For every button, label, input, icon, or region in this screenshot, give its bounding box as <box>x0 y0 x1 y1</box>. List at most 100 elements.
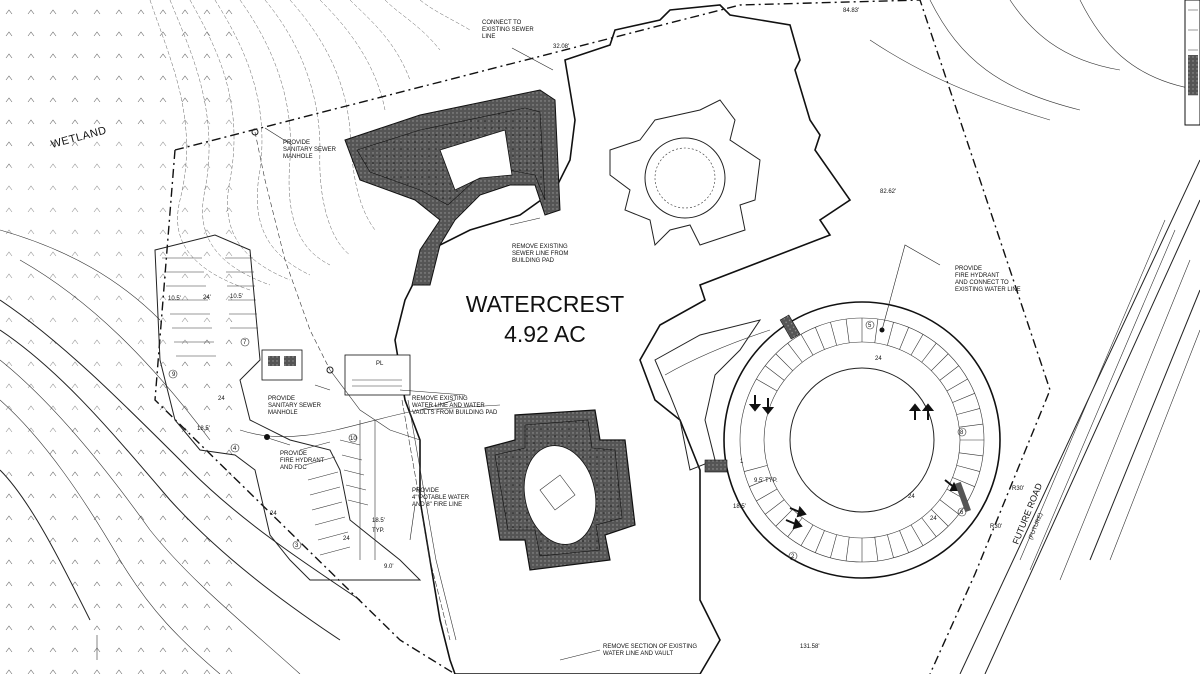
svg-text:24: 24 <box>270 511 277 517</box>
svg-text:18.5': 18.5' <box>197 426 210 432</box>
parking-stall-line <box>830 534 837 558</box>
parking-stall-line <box>756 488 778 502</box>
svg-text:PROVIDE: PROVIDE <box>412 488 439 494</box>
svg-text:WATER LINE AND WATER: WATER LINE AND WATER <box>412 403 485 409</box>
svg-text:AND 8" FIRE LINE: AND 8" FIRE LINE <box>412 502 462 508</box>
parking-stall-line <box>765 365 785 381</box>
svg-text:24: 24 <box>343 536 350 542</box>
parking-stall-line <box>939 365 959 381</box>
svg-text:9: 9 <box>172 372 176 378</box>
svg-text:REMOVE EXISTING: REMOVE EXISTING <box>512 244 568 250</box>
svg-text:24: 24 <box>930 516 937 522</box>
parking-stall-line <box>744 465 768 472</box>
traffic-arrows <box>748 395 959 530</box>
site-area: 4.92 AC <box>504 321 586 347</box>
svg-text:4: 4 <box>233 446 237 452</box>
svg-text:BUILDING PAD: BUILDING PAD <box>512 258 555 264</box>
note-remove-sewer: REMOVE EXISTING SEWER LINE FROM BUILDING… <box>512 244 568 264</box>
svg-text:MANHOLE: MANHOLE <box>283 154 313 160</box>
station-bottom-label: 131.58' <box>800 644 820 650</box>
tower-structure <box>609 99 761 247</box>
svg-text:PL: PL <box>376 361 384 367</box>
future-road <box>869 0 1200 674</box>
property-boundary <box>154 0 1051 674</box>
svg-text:CONNECT TO: CONNECT TO <box>482 20 522 26</box>
svg-text:WATER LINE AND VAULT: WATER LINE AND VAULT <box>603 651 673 657</box>
parking-stall-line <box>775 353 793 371</box>
svg-text:SANITARY SEWER: SANITARY SEWER <box>268 403 322 409</box>
site-name: WATERCREST <box>466 291 624 317</box>
svg-text:10.5': 10.5' <box>230 294 243 300</box>
parking-stall-line <box>815 530 825 553</box>
parking-stall-line <box>845 319 850 343</box>
svg-text:PROVIDE: PROVIDE <box>955 266 982 272</box>
parking-stall-line <box>956 465 980 472</box>
parking-stall-line <box>959 452 983 457</box>
parking-stall-line <box>899 530 909 553</box>
radius-label-2: R30' <box>990 524 1002 530</box>
parking-stall-line <box>800 334 814 356</box>
parking-stall-line <box>952 477 975 487</box>
svg-text:24': 24' <box>203 295 211 301</box>
stall-count-labels: 7 10 4 9 3 8 5 6 2 1 <box>172 323 964 560</box>
parking-stall-line <box>931 509 949 527</box>
svg-text:EXISTING WATER LINE: EXISTING WATER LINE <box>955 287 1021 293</box>
parking-stall-line <box>874 537 879 561</box>
svg-text:4" POTABLE WATER: 4" POTABLE WATER <box>412 495 470 501</box>
svg-text:3: 3 <box>295 543 299 549</box>
svg-text:10.5': 10.5' <box>168 296 181 302</box>
parking-stall-line <box>956 408 980 415</box>
svg-text:AND CONNECT TO: AND CONNECT TO <box>955 280 1009 286</box>
svg-text:10: 10 <box>350 436 357 442</box>
svg-text:VAULTS FROM BUILDING PAD: VAULTS FROM BUILDING PAD <box>412 410 498 416</box>
parking-stall-line <box>830 322 837 346</box>
wing-plaza <box>344 89 561 286</box>
parking-stall-line <box>787 343 803 363</box>
dimension-labels: 10.5' 24' 10.5' 24 24 24 24 24 24 18.5' … <box>168 294 937 570</box>
wetland-area <box>0 0 260 674</box>
svg-text:24: 24 <box>218 396 225 402</box>
svg-text:2: 2 <box>791 554 795 560</box>
station-top-label: 84.83' <box>843 8 859 14</box>
parking-stall-line <box>946 378 968 392</box>
parking-stall-line <box>775 509 793 527</box>
note-fire-hydrant-right: PROVIDE FIRE HYDRANT AND CONNECT TO EXIS… <box>955 266 1021 293</box>
parking-stall-line <box>887 534 894 558</box>
note-connect-sewer: CONNECT TO EXISTING SEWER LINE <box>482 20 534 40</box>
svg-text:18.5': 18.5' <box>372 518 385 524</box>
svg-text:1: 1 <box>740 459 744 465</box>
note-potable-water: PROVIDE 4" POTABLE WATER AND 8" FIRE LIN… <box>412 488 470 508</box>
svg-text:5: 5 <box>868 323 872 329</box>
courtyard-building <box>484 409 636 571</box>
svg-text:FIRE HYDRANT: FIRE HYDRANT <box>280 458 325 464</box>
site-title: WATERCREST 4.92 AC <box>466 291 624 347</box>
parking-stall-line <box>815 327 825 350</box>
note-leaders <box>264 47 941 661</box>
topographic-contours <box>149 0 471 291</box>
lobby-curve <box>654 319 771 471</box>
parking-stall-line <box>845 537 850 561</box>
hatched-areas <box>704 314 971 513</box>
svg-text:PROVIDE: PROVIDE <box>280 451 307 457</box>
parking-stall-line <box>874 319 879 343</box>
svg-text:FIRE HYDRANT: FIRE HYDRANT <box>955 273 1000 279</box>
parking-stall-line <box>959 423 983 428</box>
svg-text:7: 7 <box>243 340 247 346</box>
left-parking-lot <box>154 234 422 581</box>
svg-text:AND FDC: AND FDC <box>280 465 307 471</box>
station-right-label: 82.62' <box>880 189 896 195</box>
parking-stall-line <box>931 353 949 371</box>
svg-text:SANITARY SEWER: SANITARY SEWER <box>283 147 337 153</box>
svg-text:9.0': 9.0' <box>384 564 394 570</box>
parking-stall-line <box>899 327 909 350</box>
existing-road-lines <box>0 229 361 674</box>
svg-text:LINE: LINE <box>482 34 495 40</box>
station-top-left-label: 32.08' <box>553 44 569 50</box>
svg-text:24: 24 <box>875 356 882 362</box>
building-footprint <box>394 4 852 674</box>
parking-stall-line <box>887 322 894 346</box>
parking-stall-line <box>939 499 959 515</box>
parking-stall-line <box>910 334 924 356</box>
svg-text:SEWER LINE FROM: SEWER LINE FROM <box>512 251 568 257</box>
